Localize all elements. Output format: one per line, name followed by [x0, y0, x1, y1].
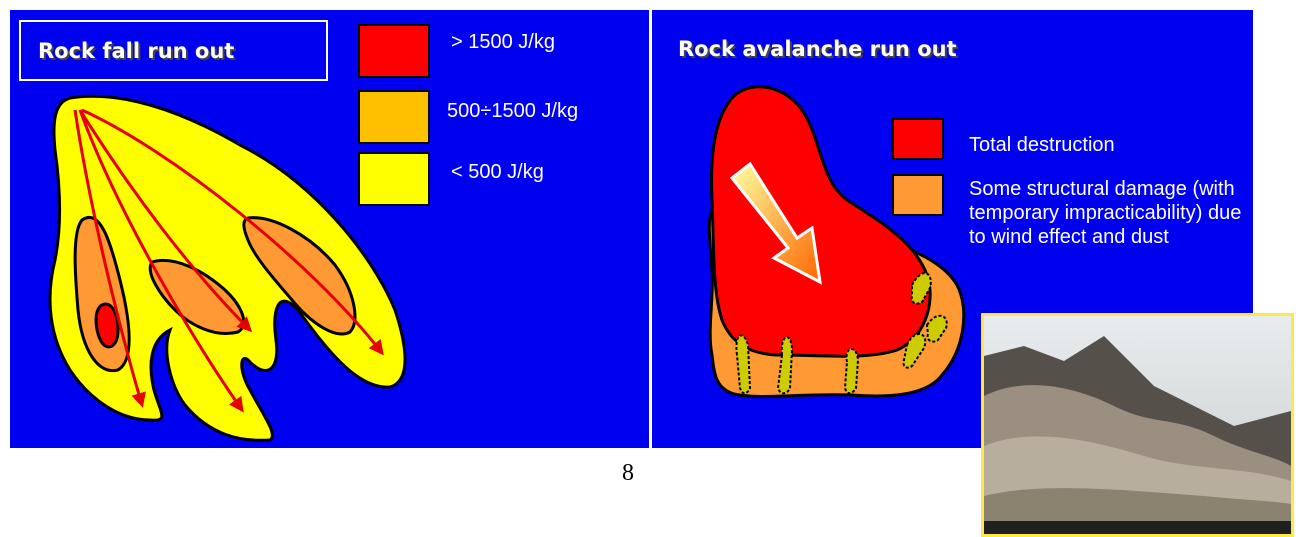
page-number: 8	[622, 460, 634, 487]
zone-total-destruction	[712, 87, 931, 357]
photo-scene	[984, 316, 1291, 534]
rock-fall-panel: Rock fall run out > 1500 J/kg 500÷1500 J…	[10, 10, 649, 448]
zone-high-energy	[96, 304, 118, 347]
avalanche-dust-photo	[981, 313, 1294, 537]
rock-fall-map	[10, 10, 649, 448]
dust-plume-3	[845, 349, 858, 393]
